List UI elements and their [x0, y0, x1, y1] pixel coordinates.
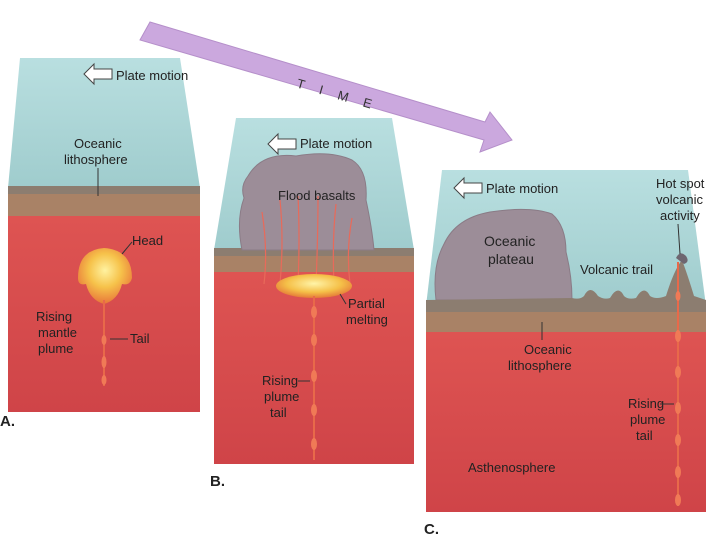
panel-a-tail-blob	[102, 356, 107, 368]
panel-b-rising-label-2: plume	[264, 389, 299, 404]
panel-c-tail-blob	[675, 466, 681, 478]
panel-b-flood-basalts-label: Flood basalts	[278, 188, 356, 203]
panel-a-plate-motion-label: Plate motion	[116, 68, 188, 83]
panel-c-asthenosphere-label: Asthenosphere	[468, 460, 555, 475]
panel-c-tail-blob	[676, 291, 681, 301]
panel-c-lithosphere	[426, 312, 706, 332]
panel-c-letter: C.	[424, 521, 439, 538]
panel-a-tail-blob	[102, 335, 107, 345]
panel-b-rising-label-1: Rising	[262, 373, 298, 388]
panel-c-hotspot-label-1: Hot spot	[656, 176, 705, 191]
panel-a-oceanic-label-2: lithosphere	[64, 152, 128, 167]
panel-c-rising-label-2: plume	[630, 412, 665, 427]
panel-b-partial-label-2: melting	[346, 312, 388, 327]
panel-a-oceanic-label-1: Oceanic	[74, 136, 122, 151]
panel-c-tail-blob	[675, 494, 681, 506]
panel-c-volcanic-trail-label: Volcanic trail	[580, 262, 653, 277]
panel-c-tail-blob	[675, 366, 681, 378]
panel-c-litho-label-1: Oceanic	[524, 342, 572, 357]
panel-a-letter: A.	[0, 413, 15, 430]
panel-a-seafloor	[8, 186, 200, 194]
panel-a-rising-label-3: plume	[38, 341, 73, 356]
panel-c-litho-label-2: lithosphere	[508, 358, 572, 373]
panel-b-lithosphere	[214, 256, 414, 272]
panel-b-tail-blob	[311, 438, 317, 450]
panel-b-rising-label-3: tail	[270, 405, 287, 420]
panel-a-rising-label-2: mantle	[38, 325, 77, 340]
panel-c-plateau-label-1: Oceanic	[484, 233, 535, 249]
panel-b: Plate motion Flood basalts Partial melti…	[210, 118, 414, 490]
panel-c-plateau-label-2: plateau	[488, 251, 534, 267]
panel-c-tail-blob	[675, 434, 681, 446]
panel-b-tail-blob	[311, 404, 317, 416]
panel-b-tail-blob	[311, 370, 317, 382]
panel-a-tail-label: Tail	[130, 331, 150, 346]
panel-c-plate-motion-label: Plate motion	[486, 181, 558, 196]
panel-a-lithosphere	[8, 194, 200, 216]
panel-c: Plate motion Oceanic plateau Volcanic tr…	[424, 170, 706, 538]
panel-b-partial-label-1: Partial	[348, 296, 385, 311]
panel-c-hotspot-label-2: volcanic	[656, 192, 703, 207]
panel-a-head-label: Head	[132, 233, 163, 248]
panel-a: Plate motion Oceanic lithosphere Head Ta…	[0, 58, 200, 430]
panel-a-tail-blob	[102, 375, 107, 385]
panel-b-letter: B.	[210, 473, 225, 490]
panel-a-rising-label-1: Rising	[36, 309, 72, 324]
panel-c-hotspot-label-3: activity	[660, 208, 700, 223]
panel-c-tail-blob	[675, 330, 681, 342]
panel-c-rising-label-3: tail	[636, 428, 653, 443]
panel-c-tail-blob	[675, 402, 681, 414]
panel-b-tail-blob	[311, 334, 317, 346]
panel-c-rising-label-1: Rising	[628, 396, 664, 411]
panel-b-plate-motion-label: Plate motion	[300, 136, 372, 151]
panel-b-tail-blob	[311, 306, 317, 318]
